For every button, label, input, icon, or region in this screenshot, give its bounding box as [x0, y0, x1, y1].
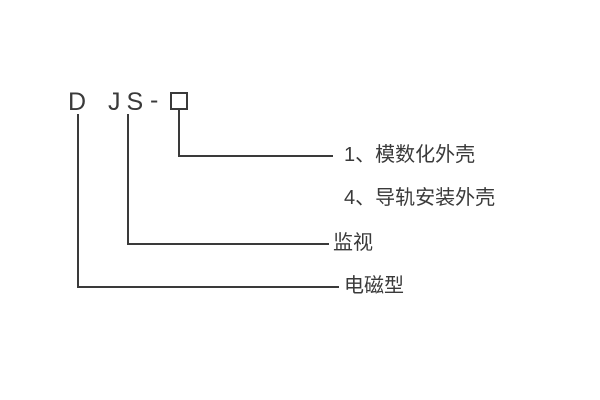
model-letters-js: JS	[108, 88, 150, 116]
label-box-option-1: 1、模数化外壳	[344, 144, 476, 166]
model-placeholder-box-icon	[170, 92, 188, 110]
model-letter-d: D	[68, 88, 87, 116]
label-js-meaning: 监视	[333, 232, 373, 254]
connector-line-js-vertical	[127, 114, 129, 245]
connector-line-d-vertical	[77, 114, 79, 288]
model-separator: -	[150, 86, 159, 114]
label-box-option-4: 4、导轨安装外壳	[344, 187, 496, 209]
connector-line-box-vertical	[178, 110, 180, 157]
label-d-meaning: 电磁型	[344, 275, 404, 297]
connector-line-js-horizontal	[127, 243, 329, 245]
connector-line-d-horizontal	[77, 286, 339, 288]
connector-line-box-horizontal	[178, 155, 333, 157]
